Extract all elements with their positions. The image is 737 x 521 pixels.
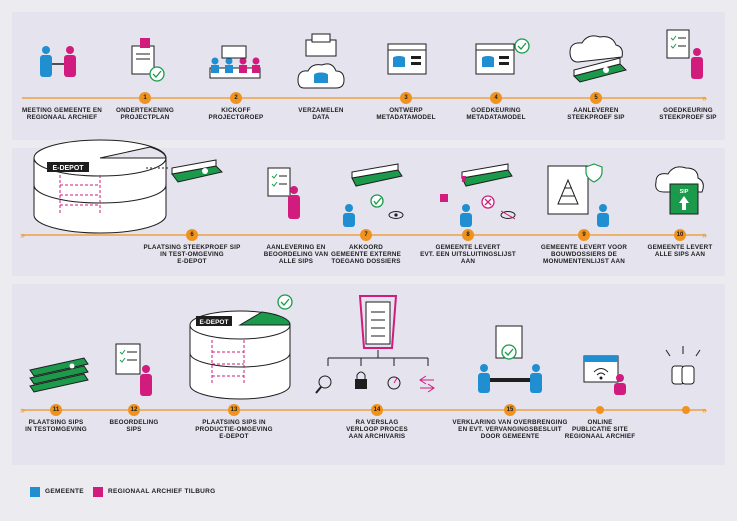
step-node-14: 14 [371, 404, 383, 416]
step-label: GEMEENTE LEVERT EVT. EEN UITSLUITINGSLIJ… [420, 244, 516, 266]
celebration-icon [665, 346, 701, 385]
meeting-people-icon [40, 46, 76, 77]
document-signing-icon [131, 38, 165, 82]
step-node-8: 8 [462, 229, 474, 241]
legend-label-gemeente: GEMEENTE [45, 488, 84, 495]
monument-list-icon [547, 163, 609, 227]
step-label: GOEDKEURING STEEKPROEF SIP [659, 107, 717, 122]
legend-swatch-regionaal-archief [93, 487, 103, 497]
svg-text:»: » [702, 93, 707, 103]
step-label: PLAATSING SIPS IN PRODUCTIE-OMGEVING E-D… [195, 419, 273, 441]
step-node-9: 9 [578, 229, 590, 241]
step-label: GEMEENTE LEVERT VOOR BOUWDOSSIERS DE MON… [540, 244, 628, 266]
data-collection-icon [297, 33, 345, 89]
external-access-icon [343, 163, 404, 227]
deliver-all-sips-icon: SIP [655, 166, 704, 215]
sample-sip-icon [569, 35, 627, 83]
step-label: ONLINE PUBLICATIE SITE REGIONAAL ARCHIEF [564, 419, 636, 441]
row-panel-1 [12, 12, 725, 140]
transfer-declaration-icon [478, 325, 542, 393]
sip-label-1: SIP [680, 189, 689, 195]
svg-text:»: » [702, 405, 707, 415]
e-depot-label-1: E-DEPOT [52, 165, 84, 172]
step-node-4: 4 [490, 92, 502, 104]
step-node-5: 5 [590, 92, 602, 104]
timeline-dot [682, 406, 690, 414]
svg-text:»: » [702, 230, 707, 240]
process-report-icon [315, 295, 435, 394]
step-label: AANLEVERING EN BEOORDELING VAN ALLE SIPS [263, 244, 329, 266]
step-node-6: 6 [186, 229, 198, 241]
step-node-13: 13 [228, 404, 240, 416]
step-node-3: 3 [400, 92, 412, 104]
metadata-model-icon [387, 43, 427, 75]
e-depot-test-storage-icon: E-DEPOT [33, 139, 223, 234]
online-publication-icon [583, 355, 626, 395]
step-label: RA VERSLAG VERLOOP PROCES AAN ARCHIVARIS [346, 419, 408, 441]
exclusion-list-icon [440, 163, 516, 227]
svg-text:»: » [20, 230, 25, 240]
step-node-10: 10 [674, 229, 686, 241]
step-label: PLAATSING STEEKPROEF SIP IN TEST-OMGEVIN… [143, 244, 241, 266]
delivery-review-icon [267, 167, 300, 219]
timeline-dot [596, 406, 604, 414]
step-label: VERKLARING VAN OVERBRENGING EN EVT. VERV… [452, 419, 568, 441]
step-label: AANLEVEREN STEEKPROEF SIP [567, 107, 625, 122]
sip-approval-icon [666, 29, 703, 79]
step-node-7: 7 [360, 229, 372, 241]
step-label: BEOORDELING SIPS [109, 419, 159, 434]
step-label: ONDERTEKENING PROJECTPLAN [116, 107, 174, 122]
kickoff-group-icon [209, 45, 261, 79]
step-node-2: 2 [230, 92, 242, 104]
e-depot-label-2: E-DEPOT [200, 319, 229, 326]
step-label: GEMEENTE LEVERT ALLE SIPS AAN [647, 244, 713, 259]
step-node-11: 11 [50, 404, 62, 416]
step-label: ONTWERP METADATAMODEL [376, 107, 436, 122]
step-node-12: 12 [128, 404, 140, 416]
metadata-approval-icon [475, 38, 530, 75]
legend-swatch-gemeente [30, 487, 40, 497]
step-label: GOEDKEURING METADATAMODEL [466, 107, 526, 122]
step-label: VERZAMELEN DATA [298, 107, 344, 122]
legend-label-regionaal-archief: REGIONAAL ARCHIEF TILBURG [108, 488, 216, 495]
e-depot-production-storage-icon: E-DEPOT [189, 294, 293, 400]
step-label: AKKOORD GEMEENTE EXTERNE TOEGANG DOSSIER… [330, 244, 402, 266]
sips-review-icon [115, 343, 152, 396]
step-node-1: 1 [139, 92, 151, 104]
step-label: PLAATSING SIPS IN TESTOMGEVING [25, 419, 87, 434]
step-label: MEETING GEMEENTE EN REGIONAAL ARCHIEF [21, 107, 103, 122]
sip-stack-icon [29, 357, 89, 393]
svg-text:»: » [20, 405, 25, 415]
step-node-15: 15 [504, 404, 516, 416]
step-label: KICKOFF PROJECTGROEP [208, 107, 264, 122]
